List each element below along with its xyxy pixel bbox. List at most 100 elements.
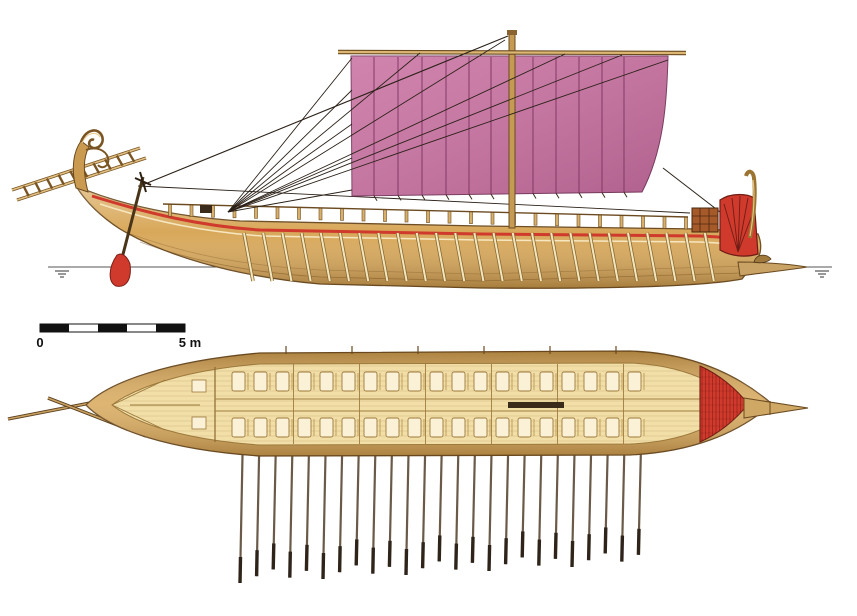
railing-post xyxy=(533,212,538,226)
railing-post xyxy=(168,203,172,217)
stern-curl-highlight xyxy=(81,132,101,144)
scale-bar-end-label: 5 m xyxy=(179,335,201,350)
sail-brail-hook xyxy=(623,191,628,198)
water-symbol-right xyxy=(815,270,829,278)
rowing-bench xyxy=(627,371,642,392)
oar-blade xyxy=(420,542,425,569)
side-oar xyxy=(300,232,312,282)
rigging-line xyxy=(227,189,353,213)
rowing-bench xyxy=(539,417,554,438)
side-oar xyxy=(492,232,504,282)
rowing-bench xyxy=(297,371,312,392)
oar-blade xyxy=(321,552,326,580)
sail-brail-hook xyxy=(490,193,495,200)
oar-blade xyxy=(454,543,459,570)
bow-ornament xyxy=(691,169,759,257)
stern-ornament xyxy=(72,129,110,193)
rowing-bench xyxy=(495,371,510,392)
side-oar xyxy=(454,232,466,282)
railing-post xyxy=(469,211,473,224)
rowing-bench xyxy=(407,417,422,438)
railing-post xyxy=(598,214,602,228)
side-oar xyxy=(588,232,600,282)
ladder-rung xyxy=(92,162,101,174)
railing-post xyxy=(383,209,387,222)
oar-blade xyxy=(520,531,525,558)
rowing-bench xyxy=(539,371,554,392)
side-oar xyxy=(607,232,619,282)
water-symbol-left xyxy=(55,270,69,278)
scale-bar-segment xyxy=(156,324,185,332)
side-oar xyxy=(281,232,293,282)
sail-brail-hook xyxy=(578,192,583,199)
railing-post xyxy=(297,207,301,220)
side-oar xyxy=(511,232,523,282)
stern-deck-lines xyxy=(111,379,200,431)
oar-blade xyxy=(337,546,342,573)
scale-bar: 0 5 m xyxy=(36,323,201,350)
bow-rack xyxy=(691,207,719,233)
railing-post xyxy=(426,210,430,223)
rowing-benches xyxy=(231,371,645,438)
stern-curl xyxy=(85,147,110,169)
sail-brail-hook xyxy=(532,193,537,199)
sail-brail-hook xyxy=(601,192,606,198)
rigging-line xyxy=(227,53,566,213)
ladder-rung xyxy=(45,177,54,190)
rowing-bench xyxy=(583,417,598,438)
rowing-bench xyxy=(451,417,466,438)
side-oar xyxy=(435,232,446,282)
forestay xyxy=(662,167,721,213)
deck-railing-posts xyxy=(168,203,688,230)
scale-bar-segment xyxy=(40,324,69,332)
rigging-line xyxy=(227,89,353,213)
railing-post xyxy=(404,209,409,223)
rowing-bench xyxy=(495,417,510,438)
oar-blade xyxy=(238,556,243,584)
side-view xyxy=(11,30,832,289)
oar-blade xyxy=(304,544,309,571)
side-oar xyxy=(569,232,581,282)
oar-blade xyxy=(470,536,475,563)
hogging-truss xyxy=(137,185,691,214)
mast xyxy=(508,32,516,229)
rowing-bench xyxy=(253,371,268,392)
railing-post xyxy=(619,215,624,228)
railing-post xyxy=(340,208,344,221)
side-oar xyxy=(396,232,408,282)
backstay xyxy=(139,35,509,187)
steering-oar xyxy=(109,171,152,287)
side-oar xyxy=(627,232,638,282)
ladder-rung xyxy=(22,185,30,197)
helm-housing xyxy=(200,205,212,213)
hull-plank-line xyxy=(139,241,743,282)
scale-bar-segment xyxy=(98,324,127,332)
rigging-lines xyxy=(139,35,721,213)
scale-bar-start-label: 0 xyxy=(36,335,43,350)
oar-blade xyxy=(570,540,575,568)
scale-bar-segment xyxy=(127,324,156,332)
rowing-bench xyxy=(473,417,488,438)
bow-ram xyxy=(737,261,808,277)
oar-blade xyxy=(553,532,558,559)
side-oar xyxy=(703,232,715,282)
oar-blade xyxy=(503,538,508,565)
railing-post xyxy=(641,215,645,229)
rowing-bench xyxy=(385,371,400,392)
rowing-bench xyxy=(451,371,466,392)
mast-head xyxy=(507,30,517,35)
rowing-bench xyxy=(341,417,356,438)
side-oar xyxy=(550,232,562,282)
rigging-line xyxy=(227,39,506,213)
rowing-bench xyxy=(605,371,620,392)
bow-screen-ribs xyxy=(723,195,755,253)
rigging-line xyxy=(227,57,353,213)
railing-post xyxy=(662,216,667,229)
oar-blade xyxy=(620,535,625,562)
railing-post xyxy=(254,206,258,219)
stern-seat xyxy=(191,379,207,393)
oar-blade xyxy=(586,534,591,561)
sail-brail-hook xyxy=(397,195,402,201)
railing-post xyxy=(684,216,688,230)
rowing-bench xyxy=(407,371,422,392)
